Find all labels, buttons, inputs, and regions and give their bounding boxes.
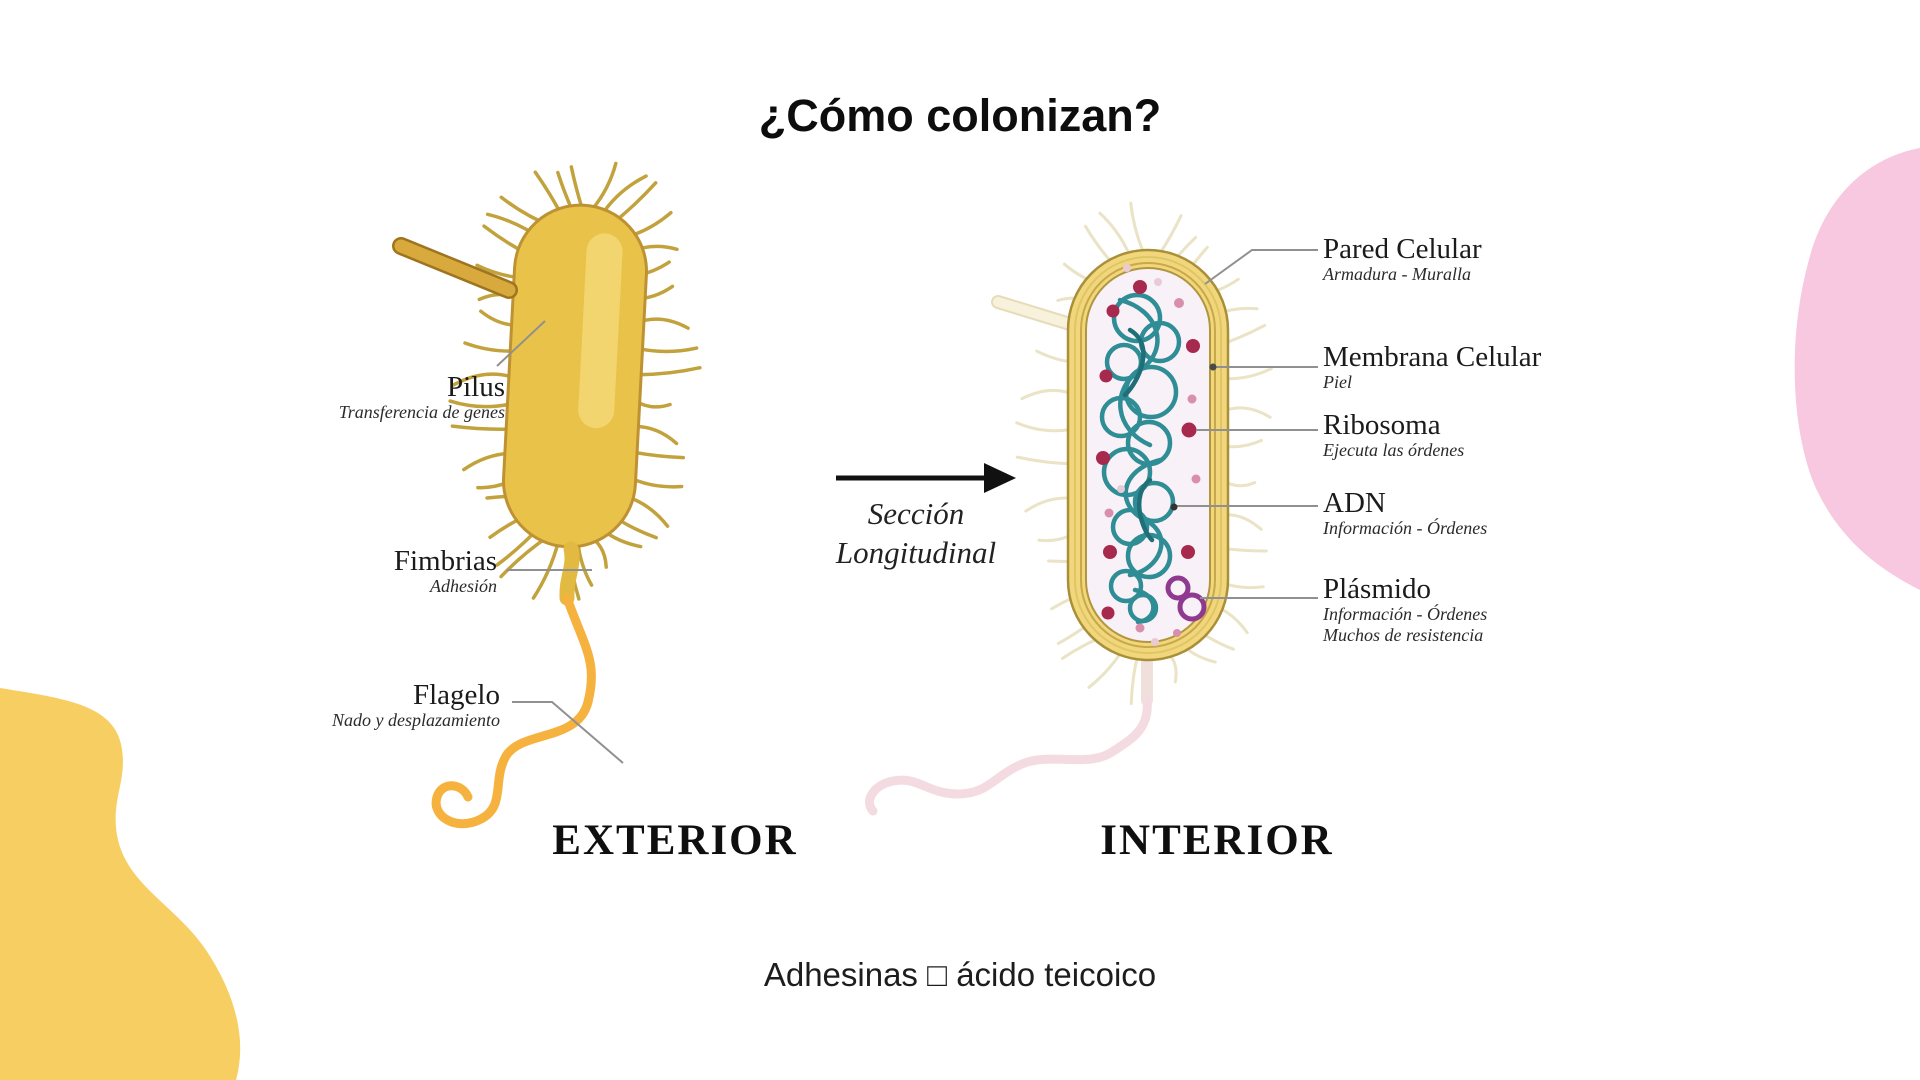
label-pared-title: Pared Celular xyxy=(1323,233,1482,265)
flagellum-interior xyxy=(865,695,1152,816)
label-membrana-celular: Membrana Celular Piel xyxy=(1323,342,1743,393)
yellow-blob xyxy=(0,688,241,1080)
pilus-rod xyxy=(392,237,518,299)
label-ribosoma-title: Ribosoma xyxy=(1323,409,1441,441)
label-pilus-desc: Transferencia de genes xyxy=(338,402,505,422)
section-arrow xyxy=(836,463,1016,493)
label-ribosoma: Ribosoma Ejecuta las órdenes xyxy=(1323,410,1743,461)
flagellum-exterior xyxy=(431,593,596,829)
caption-adhesinas: Adhesinas □ ácido teicoico xyxy=(763,956,1157,993)
leader-lines xyxy=(496,249,1318,764)
label-plasmido-desc2: Muchos de resistencia xyxy=(1323,625,1484,645)
heading-exterior: EXTERIOR xyxy=(552,817,798,864)
exterior-neck xyxy=(559,541,580,606)
label-membrana-desc: Piel xyxy=(1323,372,1352,392)
ribosome-dots xyxy=(1096,264,1201,646)
heading-interior: INTERIOR xyxy=(1100,817,1334,864)
label-fimbrias-title: Fimbrias xyxy=(393,545,497,577)
section-label-line2: Longitudinal xyxy=(835,535,997,570)
label-fimbrias: Fimbrias Adhesión xyxy=(157,546,497,597)
section-label-line1: Sección xyxy=(867,496,965,531)
label-flagelo: Flagelo Nado y desplazamiento xyxy=(140,680,500,731)
adn-anchor-dot xyxy=(1170,503,1178,511)
label-flagelo-desc: Nado y desplazamiento xyxy=(332,710,500,730)
label-pilus: Pilus Transferencia de genes xyxy=(165,372,505,423)
label-ribosoma-desc: Ejecuta las órdenes xyxy=(1323,440,1465,460)
label-plasmido: Plásmido Información - Órdenes Muchos de… xyxy=(1323,574,1743,646)
pink-blob xyxy=(1794,148,1920,590)
label-flagelo-title: Flagelo xyxy=(413,679,500,711)
page-title: ¿Cómo colonizan? xyxy=(758,90,1162,141)
label-pared-desc: Armadura - Muralla xyxy=(1323,264,1471,284)
pale-pilus-rod xyxy=(991,295,1077,331)
label-fimbrias-desc: Adhesión xyxy=(430,576,497,596)
label-pared-celular: Pared Celular Armadura - Muralla xyxy=(1323,234,1743,285)
label-adn: ADN Información - Órdenes xyxy=(1323,488,1743,539)
label-adn-title: ADN xyxy=(1323,487,1386,519)
label-plasmido-title: Plásmido xyxy=(1323,573,1431,605)
label-adn-desc: Información - Órdenes xyxy=(1323,518,1488,538)
label-membrana-title: Membrana Celular xyxy=(1323,341,1542,373)
membrane-anchor-dot xyxy=(1209,363,1217,371)
label-pilus-title: Pilus xyxy=(446,371,505,403)
plasmid-ring xyxy=(1165,575,1207,622)
dna-tangle xyxy=(1099,292,1182,625)
label-plasmido-desc: Información - Órdenes xyxy=(1323,604,1488,624)
section-longitudinal-label: Sección Longitudinal xyxy=(792,494,1040,572)
